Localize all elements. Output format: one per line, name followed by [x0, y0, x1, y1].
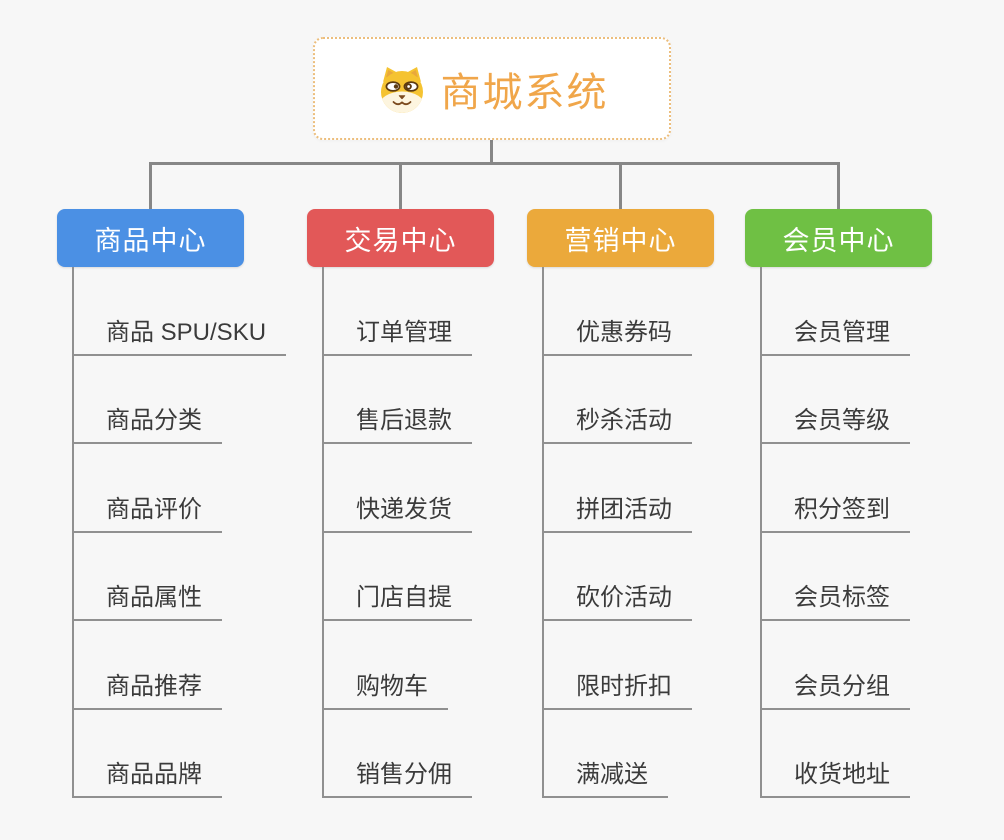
- child-topic-sales-commission[interactable]: 销售分佣: [322, 754, 472, 798]
- child-topic-member-level[interactable]: 会员等级: [760, 400, 910, 444]
- child-topic-member-tag[interactable]: 会员标签: [760, 577, 910, 621]
- shiba-dog-icon: [376, 65, 428, 113]
- child-topic-flash-sale[interactable]: 秒杀活动: [542, 400, 692, 444]
- child-topic-order-management[interactable]: 订单管理: [322, 312, 472, 356]
- child-topic-bargain-activity[interactable]: 砍价活动: [542, 577, 692, 621]
- connector-trunk-trade-center: [322, 267, 324, 798]
- child-topic-group-buy[interactable]: 拼团活动: [542, 489, 692, 533]
- connector-drop-marketing-center: [619, 162, 622, 210]
- child-topic-member-management[interactable]: 会员管理: [760, 312, 910, 356]
- branch-node-marketing-center[interactable]: 营销中心: [527, 209, 714, 267]
- branch-node-member-center[interactable]: 会员中心: [745, 209, 932, 267]
- branch-node-trade-center[interactable]: 交易中心: [307, 209, 494, 267]
- child-topic-product-review[interactable]: 商品评价: [72, 489, 222, 533]
- branch-children-product-center: 商品 SPU/SKU 商品分类 商品评价 商品属性 商品推荐 商品品牌: [72, 267, 287, 798]
- child-topic-product-attribute[interactable]: 商品属性: [72, 577, 222, 621]
- child-topic-product-spu-sku[interactable]: 商品 SPU/SKU: [72, 312, 287, 356]
- child-topic-express-delivery[interactable]: 快递发货: [322, 489, 472, 533]
- connector-trunk-marketing-center: [542, 267, 544, 798]
- child-topic-shipping-address[interactable]: 收货地址: [760, 754, 910, 798]
- connector-bus: [149, 162, 840, 165]
- connector-drop-member-center: [837, 162, 840, 210]
- root-topic[interactable]: 商城系统: [313, 37, 671, 140]
- child-topic-after-sale-refund[interactable]: 售后退款: [322, 400, 472, 444]
- connector-trunk-member-center: [760, 267, 762, 798]
- connector-trunk-product-center: [72, 267, 74, 798]
- child-topic-store-pickup[interactable]: 门店自提: [322, 577, 472, 621]
- connector-root-trunk: [490, 139, 493, 165]
- connector-drop-product-center: [149, 162, 152, 210]
- root-topic-title: 商城系统: [440, 70, 609, 115]
- branch-node-product-center[interactable]: 商品中心: [57, 209, 244, 267]
- child-topic-member-group[interactable]: 会员分组: [760, 666, 910, 710]
- child-topic-coupon-code[interactable]: 优惠券码: [542, 312, 692, 356]
- child-topic-points-checkin[interactable]: 积分签到: [760, 489, 910, 533]
- connector-drop-trade-center: [399, 162, 402, 210]
- branch-children-trade-center: 订单管理 售后退款 快递发货 门店自提 购物车 销售分佣: [322, 267, 472, 798]
- branch-children-member-center: 会员管理 会员等级 积分签到 会员标签 会员分组 收货地址: [760, 267, 910, 798]
- child-topic-shopping-cart[interactable]: 购物车: [322, 666, 448, 710]
- child-topic-full-reduction[interactable]: 满减送: [542, 754, 668, 798]
- branch-children-marketing-center: 优惠券码 秒杀活动 拼团活动 砍价活动 限时折扣 满减送: [542, 267, 692, 798]
- child-topic-product-category[interactable]: 商品分类: [72, 400, 222, 444]
- child-topic-product-recommend[interactable]: 商品推荐: [72, 666, 222, 710]
- child-topic-time-limited-discount[interactable]: 限时折扣: [542, 666, 692, 710]
- child-topic-product-brand[interactable]: 商品品牌: [72, 754, 222, 798]
